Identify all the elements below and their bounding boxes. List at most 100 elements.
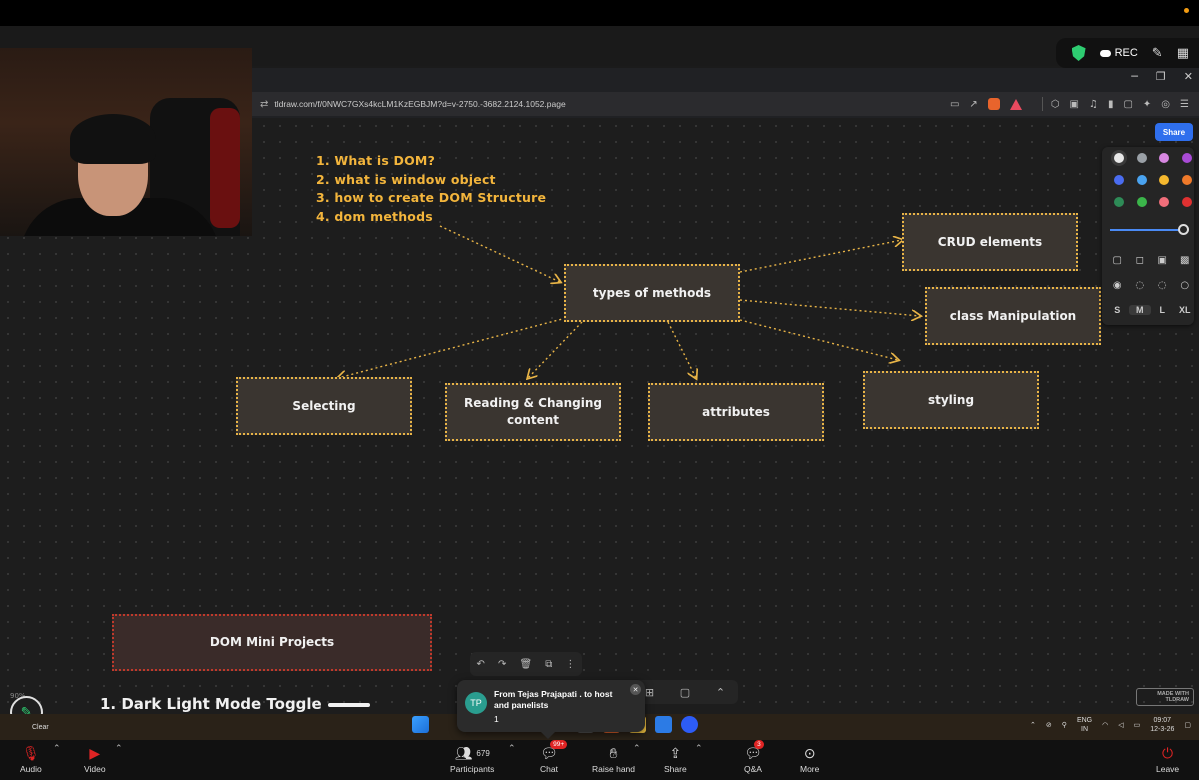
url-text[interactable]: tldraw.com/f/0NWC7GXs4kcLM1KzEGBJM?d=v-2…	[274, 99, 566, 109]
more-icon[interactable]: ⋮	[565, 658, 576, 670]
note-line-3: 3. how to create DOM Structure	[316, 190, 547, 205]
rectangle-tool-icon[interactable]: ▢	[679, 685, 691, 699]
address-bar[interactable]: ⇄ tldraw.com/f/0NWC7GXs4kcLM1KzEGBJM?d=v…	[252, 92, 1199, 116]
dash-draw-icon[interactable]: ◉	[1112, 280, 1122, 291]
color-swatch[interactable]	[1114, 153, 1125, 163]
color-swatch[interactable]	[1159, 175, 1170, 185]
leo-icon[interactable]: ✦	[1142, 98, 1152, 110]
dash-solid-icon[interactable]: ○	[1180, 280, 1190, 291]
selecting-box[interactable]: Selecting	[236, 377, 412, 435]
cast-icon[interactable]: ▭	[949, 98, 960, 110]
center-box[interactable]: types of methods	[564, 264, 740, 322]
chevron-up-icon[interactable]: ⌃	[715, 685, 726, 699]
video-button[interactable]: ▶︎ Video	[84, 742, 106, 775]
battery-icon[interactable]: ▭	[1133, 722, 1141, 729]
network-icon[interactable]: ⚲	[1061, 722, 1067, 729]
video-options-chevron-icon[interactable]: ⌃	[115, 744, 123, 754]
volume-icon[interactable]: ◁	[1118, 722, 1124, 729]
reading-box[interactable]: Reading & Changing content	[445, 383, 621, 441]
color-swatch[interactable]	[1181, 197, 1192, 207]
vscode-icon[interactable]	[655, 716, 672, 733]
redo-icon[interactable]: ↷	[497, 658, 507, 670]
raise-hand-button[interactable]: ✋︎ Raise hand	[592, 742, 635, 775]
weather-widget[interactable]: Clear	[32, 724, 49, 732]
maximize-icon[interactable]: ❐	[1155, 70, 1166, 83]
chat-notification[interactable]: TP From Tejas Prajapati . to host and pa…	[457, 680, 645, 739]
close-icon[interactable]: ✕	[1183, 70, 1193, 83]
color-swatch[interactable]	[1136, 197, 1147, 207]
vpn-icon[interactable]: ◎	[1161, 98, 1171, 110]
class-manipulation-box[interactable]: class Manipulation	[925, 287, 1101, 345]
minimize-icon[interactable]: ─	[1131, 70, 1138, 83]
close-icon[interactable]: ✕	[630, 684, 641, 695]
share-screen-button[interactable]: ⇪ Share	[664, 742, 687, 775]
zoom-level[interactable]: 90%	[10, 692, 26, 700]
size-xl[interactable]: XL	[1178, 305, 1191, 315]
share-page-icon[interactable]: ↗	[969, 98, 978, 110]
notifications-icon[interactable]: ▢	[1184, 722, 1191, 729]
delete-icon[interactable]: 🗑	[519, 658, 533, 670]
undo-icon[interactable]: ↶	[476, 658, 485, 670]
attributes-box[interactable]: attributes	[648, 383, 824, 441]
image-tool-icon[interactable]: ⊞	[644, 685, 655, 699]
tool-toolbar: ⊞ ▢ ⌃	[632, 680, 738, 704]
sidebar-icon[interactable]: ▮	[1107, 98, 1114, 110]
crud-box[interactable]: CRUD elements	[902, 213, 1078, 271]
fill-none-icon[interactable]: ▢	[1112, 255, 1122, 266]
chat-button[interactable]: 💬︎99+ Chat	[540, 740, 568, 774]
audio-button[interactable]: 🎙︎ Audio	[20, 742, 42, 775]
slider-knob[interactable]	[1178, 224, 1189, 235]
color-swatch[interactable]	[1114, 175, 1125, 185]
mic-muted-icon[interactable]: ⊘	[1045, 722, 1052, 729]
annotate-icon[interactable]: ✎	[1151, 45, 1163, 61]
wallet-icon[interactable]: ▣	[1069, 98, 1079, 110]
start-icon[interactable]	[412, 716, 429, 733]
participants-chevron-icon[interactable]: ⌃	[508, 744, 516, 754]
brave-shields-icon[interactable]	[987, 98, 1000, 110]
size-l[interactable]: L	[1159, 305, 1166, 315]
color-swatch[interactable]	[1114, 197, 1125, 207]
wallet2-icon[interactable]: ▢	[1123, 98, 1133, 110]
styling-box[interactable]: styling	[863, 371, 1039, 429]
fill-pattern-icon[interactable]: ▩	[1180, 255, 1190, 266]
color-swatch[interactable]	[1181, 153, 1192, 163]
site-info-icon[interactable]: ⇄	[260, 98, 269, 110]
share-chevron-icon[interactable]: ⌃	[695, 744, 703, 754]
color-swatch[interactable]	[1159, 153, 1170, 163]
music-icon[interactable]: ♫	[1088, 98, 1098, 110]
fill-solid-icon[interactable]: ▣	[1157, 255, 1167, 266]
dark-toggle-text[interactable]: 1. Dark Light Mode Toggle	[100, 695, 370, 713]
size-s[interactable]: S	[1114, 305, 1121, 315]
participants-button[interactable]: 👥︎679 Participants	[450, 742, 494, 775]
audio-options-chevron-icon[interactable]: ⌃	[53, 744, 61, 754]
color-swatch[interactable]	[1181, 175, 1192, 185]
rec-status[interactable]: REC	[1099, 47, 1138, 59]
zoom-icon[interactable]	[681, 716, 698, 733]
raise-hand-chevron-icon[interactable]: ⌃	[633, 744, 641, 754]
share-button[interactable]: Share	[1155, 123, 1193, 141]
color-swatch[interactable]	[1136, 153, 1147, 163]
duplicate-icon[interactable]: ⧉	[545, 658, 553, 670]
tray-chevron-icon[interactable]: ⌃	[1030, 722, 1036, 729]
opacity-slider[interactable]	[1110, 224, 1189, 235]
made-with-line2: TLDRAW	[1165, 697, 1189, 703]
mini-projects-box[interactable]: DOM Mini Projects	[112, 614, 432, 671]
color-swatch[interactable]	[1136, 175, 1147, 185]
menu-icon[interactable]: ☰	[1180, 98, 1189, 110]
extensions-icon[interactable]: ⬡	[1050, 98, 1060, 110]
more-button[interactable]: ⊙ More	[800, 742, 819, 775]
qa-button[interactable]: 💬︎3 Q&A	[744, 740, 764, 774]
dash-dotted-icon[interactable]: ◌	[1157, 280, 1167, 291]
fill-semi-icon[interactable]: ◻	[1135, 255, 1144, 266]
size-m[interactable]: M	[1128, 305, 1151, 315]
brave-rewards-icon[interactable]	[1009, 98, 1022, 110]
wifi-icon[interactable]: ◠	[1102, 722, 1109, 729]
topics-note[interactable]: 1. What is DOM? 2. what is window object…	[316, 152, 546, 226]
view-grid-icon[interactable]: ▦	[1176, 45, 1189, 61]
color-swatch[interactable]	[1159, 197, 1170, 207]
leave-button[interactable]: ⏻ Leave	[1156, 742, 1179, 775]
dash-dashed-icon[interactable]: ◌	[1135, 280, 1145, 291]
